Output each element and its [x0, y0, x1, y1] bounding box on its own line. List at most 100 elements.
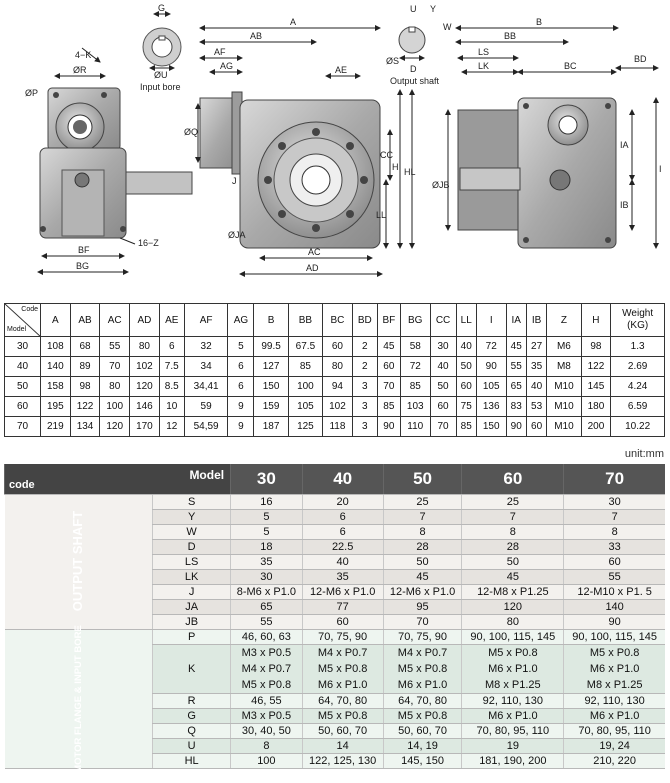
table-cell: 7.5 [158, 356, 185, 377]
table-cell: 125 [287, 416, 324, 437]
table-cell: 14 [301, 738, 384, 754]
table-cell: 92, 110, 130 [461, 693, 564, 709]
front-view: 4−K ØR ØP 16−Z BF BG [25, 47, 193, 275]
table-cell: 70, 75, 90 [382, 629, 462, 645]
section-label: MOTOR FLANGE & INPUT BORE [4, 625, 153, 773]
table-cell: M6 [546, 336, 582, 357]
table-cell: 32 [183, 336, 229, 357]
table-cell: 34 [183, 356, 229, 377]
label-a: A [290, 17, 296, 27]
table-cell: 85 [376, 396, 401, 417]
label-djb: ØJB [432, 180, 450, 190]
side-view: 40 A AB AF AG AE ØQ J ØJA AC AD CC LL H [184, 17, 416, 277]
model-cell: 70 [4, 416, 41, 437]
model-header: 50 [382, 464, 462, 495]
table-cell: 22.5 [301, 539, 384, 555]
table-cell: 158 [40, 376, 71, 397]
table-cell: 90 [563, 614, 665, 630]
table-cell: 100 [99, 396, 131, 417]
table-cell: M8 [546, 356, 582, 377]
table-cell: 12 [158, 416, 185, 437]
label-input-bore: Input bore [140, 82, 181, 92]
table-cell: 3 [351, 416, 378, 437]
label-b: B [536, 17, 542, 27]
table-cell: 59 [183, 396, 229, 417]
table-cell: 60 [525, 416, 548, 437]
table-cell: 118 [322, 416, 353, 437]
table-cell: 55 [563, 569, 665, 585]
table-cell: 34,41 [183, 376, 229, 397]
label-ll: LL [376, 210, 386, 220]
corner-model-label: Model [7, 326, 27, 333]
section-label-text: MOTOR FLANGE & INPUT BORE [72, 625, 84, 773]
table-cell: 1.3 [610, 336, 665, 357]
table-cell: 68 [69, 336, 101, 357]
table-cell: 7 [461, 509, 564, 525]
table-cell: M5 x P0.8 [382, 708, 462, 724]
table-cell: 80 [129, 336, 160, 357]
table-cell: 4.24 [610, 376, 665, 397]
table2-corner-cell: Model code [3, 464, 231, 495]
table-cell: 6.59 [610, 396, 665, 417]
label-y: Y [430, 4, 436, 14]
table-cell: 9 [227, 416, 255, 437]
column-header: IB [525, 303, 548, 337]
table-cell: 8 [461, 524, 564, 540]
table-cell: 180 [580, 396, 612, 417]
table-cell: 85 [287, 356, 324, 377]
table-corner-cell: Code Model [4, 303, 41, 337]
table-cell: 70, 80, 95, 110 [563, 723, 665, 739]
row-code: R [152, 693, 231, 709]
model-cell: 50 [4, 376, 41, 397]
table-cell: 95 [382, 599, 462, 615]
table-cell: 50 [461, 554, 564, 570]
table-cell: 105 [475, 376, 507, 397]
table-cell: 25 [461, 494, 564, 510]
table-cell: 35 [230, 554, 303, 570]
table-cell: 12-M8 x P1.25 [461, 584, 564, 600]
column-header: I [475, 303, 507, 337]
table-cell: 50, 60, 70 [301, 723, 384, 739]
table-cell: 98 [580, 336, 612, 357]
table-cell: 80 [99, 376, 131, 397]
table-cell: 58 [399, 336, 431, 357]
table-cell: 72 [475, 336, 507, 357]
table-cell: 89 [69, 356, 101, 377]
table-cell: 2 [351, 336, 378, 357]
row-code: D [152, 539, 231, 555]
table-cell: 122, 125, 130 [301, 753, 384, 769]
table-cell: 195 [40, 396, 71, 417]
table-cell: M10 [546, 416, 582, 437]
table-cell: 27 [525, 336, 548, 357]
table-cell: 122 [580, 356, 612, 377]
unit-label: unit:mm [624, 448, 664, 460]
column-header: BD [351, 303, 378, 337]
column-header: LL [455, 303, 477, 337]
row-code: HL [152, 753, 231, 769]
table-cell: 100 [230, 753, 303, 769]
table-cell: M3 x P0.5 M4 x P0.7 M5 x P0.8 [230, 644, 303, 694]
label-bg: BG [76, 261, 89, 271]
label-4k: 4−K [75, 50, 91, 60]
table-cell: 55 [99, 336, 131, 357]
table-cell: 3 [351, 376, 378, 397]
table-cell: 98 [69, 376, 101, 397]
row-code: P [152, 629, 231, 645]
label-i: I [659, 164, 662, 174]
label-ia: IA [620, 140, 629, 150]
column-header: BB [287, 303, 324, 337]
table-cell: 110 [399, 416, 431, 437]
table-cell: 80 [461, 614, 564, 630]
label-d: D [410, 64, 417, 74]
table-cell: 181, 190, 200 [461, 753, 564, 769]
output-shaft-detail: ØS W Y U D Output shaft [386, 4, 452, 86]
label-ls: LS [478, 47, 489, 57]
label-bd: BD [634, 54, 647, 64]
table-cell: M6 x P1.0 [461, 708, 564, 724]
table-cell: M5 x P0.8 M6 x P1.0 M8 x P1.25 [563, 644, 665, 694]
table-cell: 60 [322, 336, 353, 357]
